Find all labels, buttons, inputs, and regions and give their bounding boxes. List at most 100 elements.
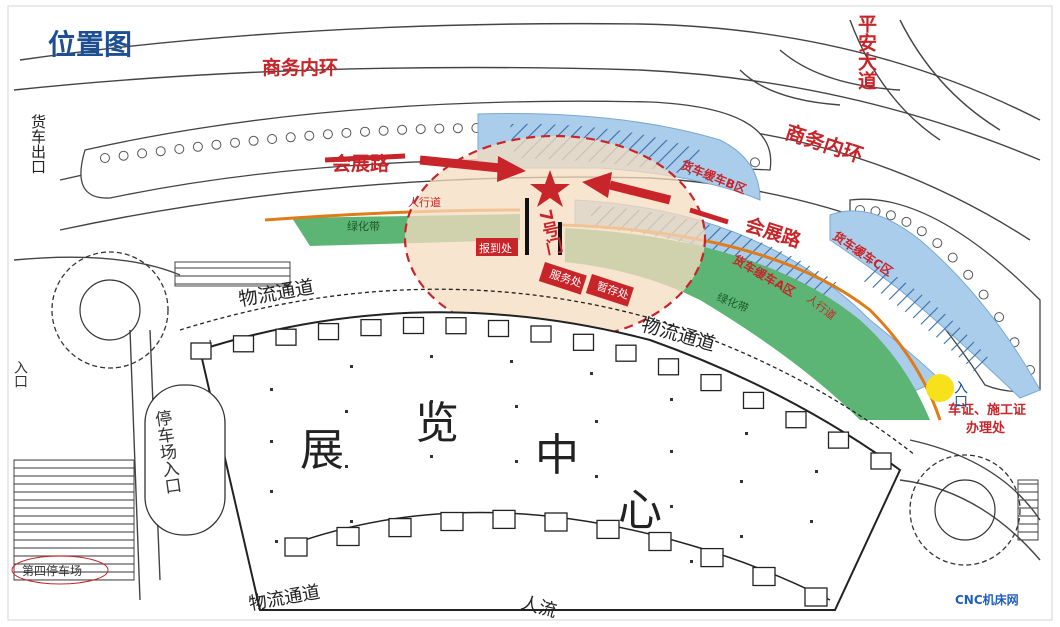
right-median-circle — [932, 238, 943, 249]
building-dot — [740, 480, 743, 483]
median-circle — [322, 129, 333, 140]
building-dot — [690, 560, 693, 563]
median-circle — [750, 157, 760, 168]
arrow-left-shaft — [608, 180, 672, 205]
fourth-parking-ring — [11, 555, 109, 585]
median-circle — [360, 126, 370, 137]
right-median-circle — [885, 210, 896, 221]
median-circle — [415, 124, 426, 135]
dock-box-bottom — [648, 531, 672, 552]
building-dot — [270, 440, 273, 443]
logistics-lane-line — [179, 288, 916, 456]
dock-box-bottom — [544, 512, 568, 532]
right-median-circle — [963, 269, 974, 280]
dock-box-bottom — [596, 519, 620, 540]
gate-star-icon — [530, 170, 570, 207]
right-roundabout-inner — [934, 479, 996, 541]
median-circle — [434, 123, 445, 134]
building-dot — [430, 400, 433, 403]
dock-box-bottom — [284, 537, 308, 557]
permit-entry-label: 入口 — [952, 380, 968, 408]
dock-box — [572, 333, 595, 351]
right-parking-bays — [1017, 479, 1039, 541]
dock-box-bottom — [388, 517, 412, 538]
building-dot — [590, 372, 593, 375]
right-median-circle — [916, 226, 927, 237]
building-dot — [430, 455, 433, 458]
right-median-circle — [978, 289, 989, 300]
side-entrance-label: 入口 — [12, 360, 28, 388]
median-circle — [285, 132, 296, 143]
loading-docks-bottom — [284, 509, 828, 607]
permit-office-label-1: 车证、施工证 — [948, 402, 1026, 418]
building-dot — [670, 505, 673, 508]
median-circle — [378, 125, 389, 136]
report-desk-label: 报到处 — [479, 241, 512, 255]
building-dot — [350, 365, 353, 368]
road-label-cargo-exit: 货车出口 — [29, 114, 47, 174]
dock-box — [827, 431, 850, 449]
map-title: 位置图 — [48, 28, 132, 61]
arrow-left-icon — [582, 172, 612, 198]
median-circle — [174, 144, 185, 154]
median-circle — [452, 123, 463, 134]
median-circle — [137, 148, 148, 159]
median-circle — [304, 130, 315, 141]
dock-box — [402, 316, 425, 335]
arrow-right-icon — [497, 156, 526, 182]
road-marker-left — [324, 153, 406, 163]
building-char-4: 心 — [618, 485, 662, 536]
median-circle — [248, 135, 259, 146]
right-median-circle — [901, 216, 912, 227]
dock-box — [530, 325, 552, 343]
median-circle — [397, 124, 408, 135]
building-dot — [430, 355, 433, 358]
building-dot — [740, 535, 743, 538]
median-circle — [100, 153, 110, 163]
median-circle — [267, 134, 278, 144]
dock-box — [275, 328, 297, 346]
permit-office-label-2: 办理处 — [966, 420, 1006, 436]
dock-box-bottom — [700, 547, 724, 568]
median-circle — [118, 150, 129, 161]
left-island — [144, 384, 226, 536]
dock-box — [445, 317, 467, 335]
building-dot — [595, 475, 598, 478]
building-dot — [345, 465, 348, 468]
fourth-parking-bays — [13, 459, 135, 581]
dock-box-bottom — [752, 566, 776, 587]
building-dot — [670, 398, 673, 401]
median-circle — [341, 127, 352, 138]
dock-box-bottom — [440, 511, 464, 532]
building-dot — [810, 520, 813, 523]
permit-office-marker — [926, 374, 954, 402]
building-dot — [350, 520, 353, 523]
dock-box — [360, 318, 382, 337]
building-char-3: 中 — [535, 430, 579, 481]
building-dot — [745, 432, 748, 435]
service-desk-box — [538, 261, 587, 295]
median-circle — [192, 141, 203, 152]
dock-box — [190, 342, 212, 360]
fourth-parking-label: 第四停车场 — [22, 563, 82, 578]
median-circle — [155, 146, 166, 157]
dock-box — [657, 358, 680, 376]
dock-box-bottom — [804, 587, 828, 607]
road-label-huizhan-left: 会展路 — [332, 152, 390, 175]
dock-box — [317, 322, 340, 341]
median-circle — [211, 139, 222, 150]
building-dot — [595, 420, 598, 423]
dock-box-bottom — [336, 526, 360, 547]
zone-label-green-left: 绿化带 — [347, 219, 380, 233]
dock-box-bottom — [492, 509, 516, 530]
dock-box — [785, 411, 807, 429]
dock-box — [870, 452, 892, 470]
storage-desk-box — [585, 274, 634, 307]
roundabout — [51, 251, 169, 369]
report-desk-box — [476, 238, 518, 256]
building-dot — [510, 360, 513, 363]
building-dot — [275, 540, 278, 543]
watermark: CNC机床网 — [955, 592, 1019, 607]
building-char-1: 展 — [300, 425, 344, 476]
